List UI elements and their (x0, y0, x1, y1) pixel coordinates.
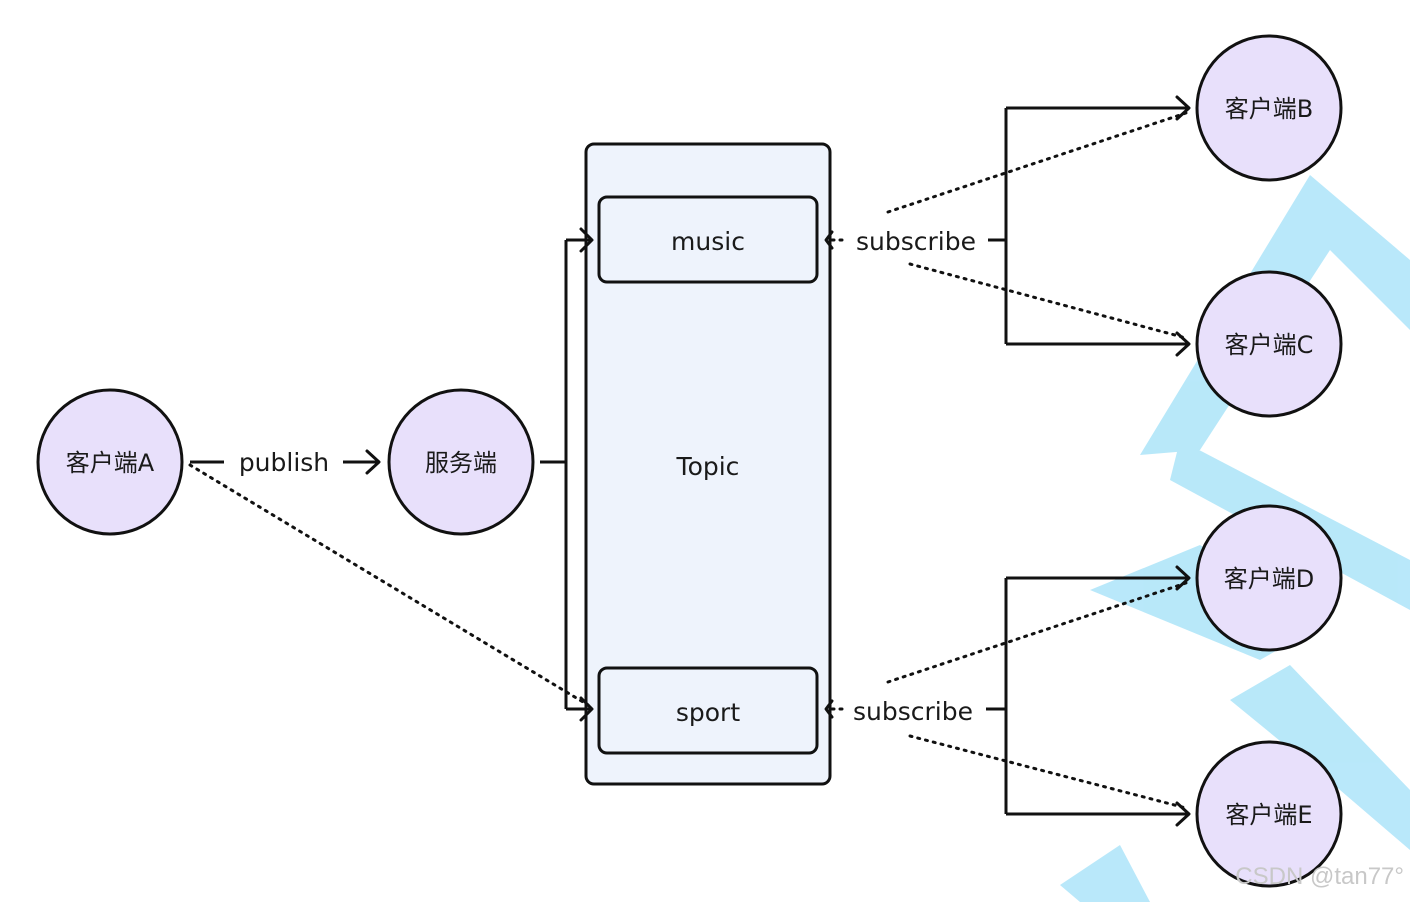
sport-to-d-arrowhead (1175, 565, 1191, 591)
node-server-label: 服务端 (425, 449, 497, 477)
node-client-b[interactable]: 客户端B (1195, 34, 1343, 182)
node-client-a-label: 客户端A (66, 449, 155, 477)
topic-music-label: music (671, 227, 745, 256)
node-client-a[interactable]: 客户端A (36, 388, 184, 536)
client-a-to-sport-dotted (188, 463, 590, 707)
server-to-sport-arrowhead (579, 696, 594, 722)
publish-label: publish (239, 448, 329, 477)
node-client-d-label: 客户端D (1224, 565, 1314, 593)
music-subscribe-arrowhead (824, 230, 834, 250)
sport-subscribe-label: subscribe (853, 697, 973, 726)
server-to-music-arrowhead (579, 227, 594, 253)
node-client-c-label: 客户端C (1225, 331, 1314, 359)
topic-label: Topic (676, 452, 740, 481)
topic-music-box[interactable] (597, 195, 819, 284)
sport-subscribe-arrowhead (824, 699, 834, 719)
watermark-text: CSDN @tan77° (1235, 863, 1404, 890)
music-subscribe-label: subscribe (856, 227, 976, 256)
topic-sport-box[interactable] (597, 666, 819, 755)
node-client-e-label: 客户端E (1225, 801, 1312, 829)
node-client-c[interactable]: 客户端C (1195, 270, 1343, 418)
music-dotted-to-b (886, 111, 1188, 214)
publish-arrowhead (365, 449, 381, 475)
music-to-b-arrowhead (1175, 95, 1191, 121)
sport-dotted-to-e (908, 734, 1188, 810)
node-server[interactable]: 服务端 (387, 388, 535, 536)
node-client-e[interactable]: 客户端E (1195, 740, 1343, 888)
topic-sport-label: sport (676, 698, 740, 727)
music-dotted-to-c (908, 262, 1188, 340)
node-client-b-label: 客户端B (1225, 95, 1313, 123)
topic-container (584, 142, 832, 786)
node-client-d[interactable]: 客户端D (1195, 504, 1343, 652)
sport-dotted-to-d (886, 581, 1188, 684)
